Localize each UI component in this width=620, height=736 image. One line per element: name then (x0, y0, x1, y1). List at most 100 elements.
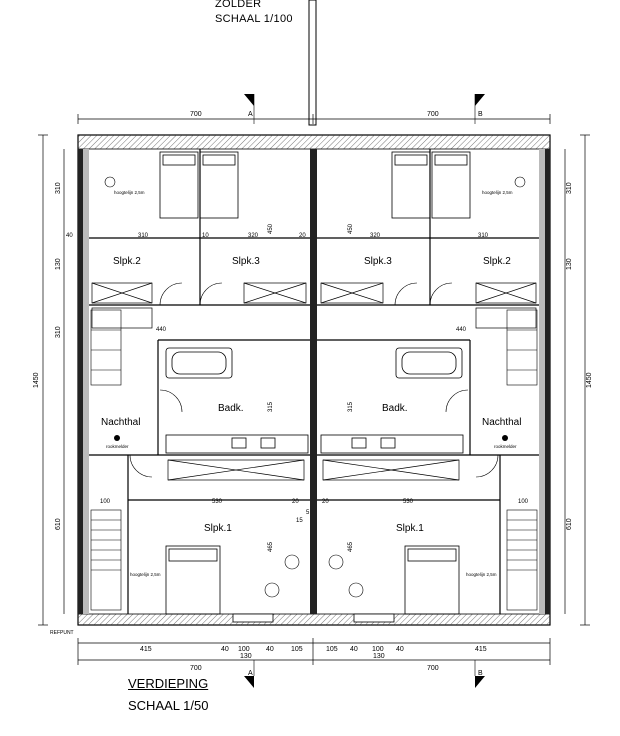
section-marker-b-top (474, 94, 485, 124)
section-marker-a-top (244, 94, 255, 124)
dim-right-610: 610 (566, 518, 573, 530)
dim-vert-450-right: 450 (348, 223, 354, 234)
smoke-detector-icons (114, 435, 508, 441)
dim-row-530-right: 530 (403, 499, 414, 505)
note-hoogtelijn-3: hoogtelijn 2,5m (130, 572, 161, 577)
dim-vert-450-left: 450 (268, 223, 274, 234)
footer-title: VERDIEPING (128, 676, 209, 691)
dim-left-610: 610 (55, 518, 62, 530)
dim-left-130: 130 (55, 258, 62, 270)
right-dimension-line (564, 134, 590, 626)
dim-row-100-right: 100 (518, 499, 529, 505)
dim-row-20-bottom-right: 20 (322, 499, 329, 505)
bathtubs (165, 347, 464, 454)
dim-bottom-415-right: 415 (475, 646, 487, 653)
section-label-a-top: A (248, 111, 253, 118)
dim-left-310-mid: 310 (55, 326, 62, 338)
dim-bottom-40-a: 40 (221, 646, 229, 653)
dim-bottom-40-d: 40 (396, 646, 404, 653)
windows-bottom (232, 613, 395, 623)
left-wall (78, 149, 83, 614)
room-nachthal-right: Nachthal (482, 417, 521, 428)
dim-row-20-bottom-left: 20 (292, 499, 299, 505)
room-dividers (89, 149, 539, 614)
wardrobes (91, 282, 537, 481)
dim-left-total: 1450 (33, 372, 40, 388)
left-dimension-line (38, 134, 65, 626)
section-marker-b-bottom (474, 660, 485, 688)
dim-bottom-105-a: 105 (291, 646, 303, 653)
dim-row-530-left: 530 (212, 499, 223, 505)
room-slpk3-left: Slpk.3 (232, 256, 260, 267)
dim-bottom-100-a: 100 (238, 646, 250, 653)
dim-bottom-right: 700 (427, 665, 439, 672)
dim-right-130: 130 (566, 258, 573, 270)
staircases (90, 309, 538, 611)
eaves-bottom (77, 613, 551, 626)
party-wall-chimney (308, 0, 317, 126)
dim-vert-315-right: 315 (348, 401, 354, 412)
room-slpk1-right: Slpk.1 (396, 523, 424, 534)
dim-row-10-left: 10 (202, 233, 209, 239)
dim-top-left: 700 (190, 111, 202, 118)
chairs (104, 176, 526, 598)
note-hoogtelijn-4: hoogtelijn 2,5m (466, 572, 497, 577)
dim-vert-315-left: 315 (268, 401, 274, 412)
note-hoogtelijn-2: hoogtelijn 2,5m (482, 190, 513, 195)
top-title: ZOLDER (215, 0, 262, 10)
dim-right-310-top: 310 (566, 182, 573, 194)
dim-left-310-top: 310 (55, 182, 62, 194)
note-refpunt: REFPUNT (50, 630, 74, 636)
dim-right-total: 1450 (586, 372, 593, 388)
top-scale: SCHAAL 1/100 (215, 13, 293, 25)
dim-bottom-left: 700 (190, 665, 202, 672)
section-marker-a-bottom (244, 660, 255, 688)
room-badk-right: Badk. (382, 403, 408, 414)
dim-row-5: 5 (306, 510, 310, 516)
section-label-b-top: B (478, 111, 483, 118)
eaves-top (77, 134, 551, 150)
dim-bottom-130-a: 130 (240, 653, 252, 660)
room-nachthal-left: Nachthal (101, 417, 140, 428)
dim-bottom-105-b: 105 (326, 646, 338, 653)
dim-row-440-right: 440 (456, 327, 467, 333)
dim-vert-465-right: 465 (348, 541, 354, 552)
dim-row-40: 40 (66, 233, 73, 239)
dim-bottom-40-b: 40 (266, 646, 274, 653)
footer-scale: SCHAAL 1/50 (128, 698, 209, 713)
dim-top-right: 700 (427, 111, 439, 118)
dim-row-15: 15 (296, 518, 303, 524)
left-wall-inner (83, 149, 89, 614)
dim-row-310-right: 310 (478, 233, 489, 239)
door-swings (129, 282, 499, 478)
dim-row-440-left: 440 (156, 327, 167, 333)
dim-bottom-415-left: 415 (140, 646, 152, 653)
dim-bottom-100-b: 100 (372, 646, 384, 653)
note-hoogtelijn-1: hoogtelijn 2,5m (114, 190, 145, 195)
dim-bottom-40-c: 40 (350, 646, 358, 653)
bottom-dimension-lines (77, 638, 551, 665)
note-rookmelder-right: rookmelder (494, 444, 517, 449)
central-party-wall (310, 149, 317, 614)
room-slpk1-left: Slpk.1 (204, 523, 232, 534)
dim-bottom-130-b: 130 (373, 653, 385, 660)
dim-row-100: 100 (100, 499, 111, 505)
right-wall (545, 149, 550, 614)
section-label-a-bottom: A (248, 670, 253, 677)
room-slpk2-right: Slpk.2 (483, 256, 511, 267)
room-badk-left: Badk. (218, 403, 244, 414)
dim-vert-465-left: 465 (268, 541, 274, 552)
room-slpk3-right: Slpk.3 (364, 256, 392, 267)
beds-top (159, 151, 471, 219)
top-dimension-line (77, 114, 551, 124)
dim-row-20-left: 20 (299, 233, 306, 239)
dim-row-320-left: 320 (248, 233, 259, 239)
dim-row-320-right: 320 (370, 233, 381, 239)
beds-bottom (165, 545, 460, 615)
dim-row-310-left: 310 (138, 233, 149, 239)
right-wall-inner (539, 149, 545, 614)
note-rookmelder-left: rookmelder (106, 444, 129, 449)
room-slpk2-left: Slpk.2 (113, 256, 141, 267)
section-label-b-bottom: B (478, 670, 483, 677)
